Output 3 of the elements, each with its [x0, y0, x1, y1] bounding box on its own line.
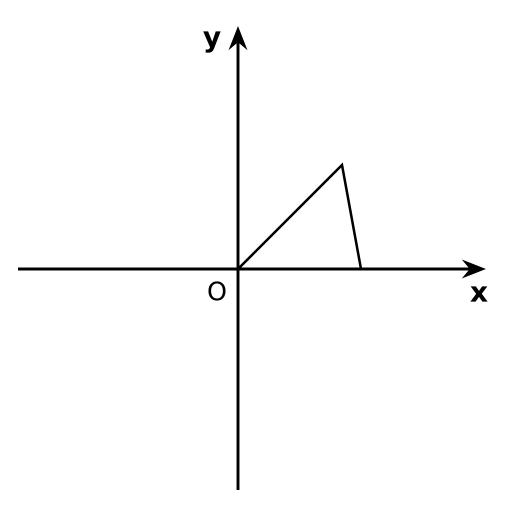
axis-label: y [203, 31, 221, 53]
axis-label: x [470, 286, 488, 302]
origin-label: O [208, 281, 226, 301]
